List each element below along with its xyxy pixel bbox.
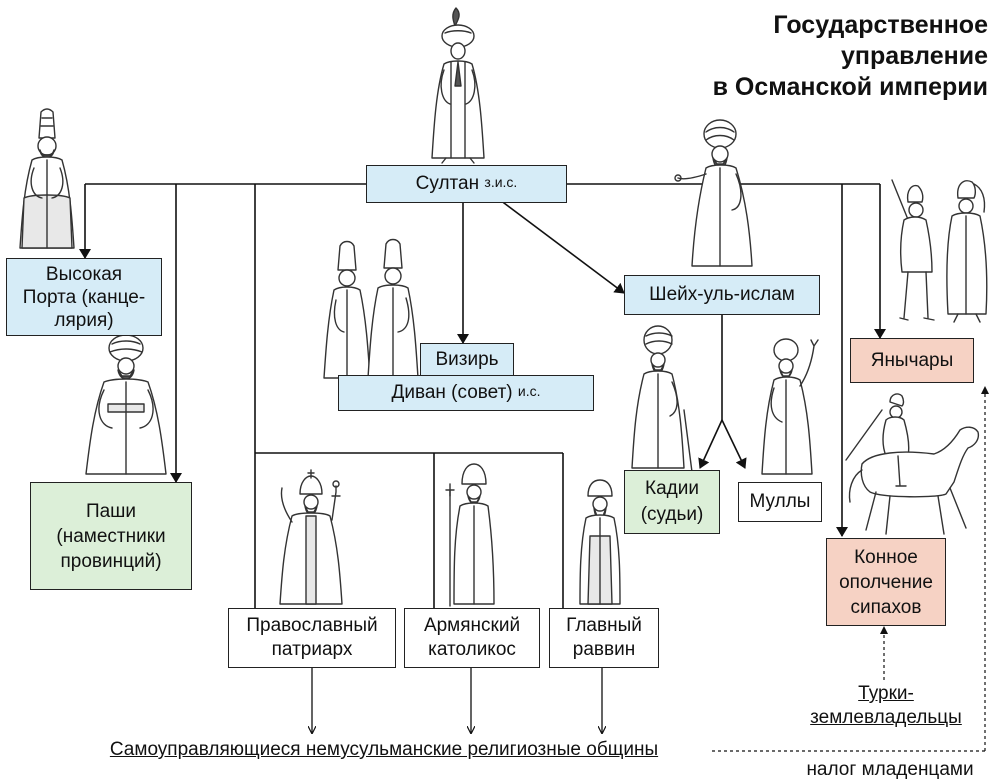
patriarch-figure [270,469,352,610]
yanychary-label: Янычары [870,349,954,371]
katolikos-figure [440,460,506,610]
porta-line-3: лярия) [54,309,114,331]
pashi-line-2: (наместники [56,525,166,547]
patriarch-line-1: Православный [246,615,378,636]
sipahi-line-3: сипахов [850,596,922,618]
porta-box: Высокая Порта (канце- лярия) [6,258,162,336]
communities-label: Самоуправляющиеся немусульманские религи… [109,739,659,760]
patriarch-line-2: патриарх [271,639,353,660]
pashi-line-1: Паши [85,500,137,522]
ravvin-box: Главный раввин [549,608,659,668]
janissaries-figure [888,168,1000,328]
title-line-3: в Османской империи [712,73,988,101]
sipahi-line-2: ополчение [839,571,933,593]
sipahi-line-1: Конное [854,546,918,568]
sultan-mark: з.и.с. [484,174,518,190]
pasha-figure [78,330,174,480]
sipahi-box: Конное ополчение сипахов [826,538,946,626]
diagram-title: Государственное управление в Османской и… [713,10,988,103]
kadii-box: Кадии (судьи) [624,470,720,534]
kadii-line-1: Кадии [645,478,699,499]
vizier-pair-figure [318,238,428,383]
ravvin-line-2: раввин [572,639,636,660]
sheikh-box: Шейх-уль-ислам [624,275,820,315]
vizir-label: Визирь [435,348,499,370]
vizir-box: Визирь [420,343,514,376]
landowners-line-2: землевладельцы [810,707,962,728]
sheikh-label: Шейх-уль-ислам [649,284,795,305]
sultan-figure [418,6,498,166]
pashi-line-3: провинций) [60,550,162,572]
mully-label: Муллы [749,491,811,512]
porta-line-2: Порта (канце- [22,286,146,308]
katolikos-line-1: Армянский [423,615,521,636]
sultan-box: Султан з.и.с. [366,165,567,203]
katolikos-line-2: католикос [428,639,516,660]
rabbi-figure [572,476,628,610]
ravvin-line-1: Главный [566,615,642,636]
title-line-2: управление [840,42,988,70]
yanychary-box: Янычары [850,338,974,383]
sultan-label: Султан [415,173,480,194]
divan-label: Диван (совет) [391,382,513,403]
qadi-figure [624,320,696,475]
horseman-figure [842,390,990,538]
landowners-line-1: Турки- [858,683,914,704]
mullah-figure [756,330,824,480]
porta-official-figure [12,108,82,253]
patriarch-box: Православный патриарх [228,608,396,668]
mully-box: Муллы [738,482,822,522]
sheikh-figure [672,112,762,272]
divan-mark: и.с. [517,383,541,399]
title-line-1: Государственное [773,11,988,39]
pashi-box: Паши (наместники провинций) [30,482,192,590]
landowners-label: Турки- землевладельцы [788,682,984,730]
porta-line-1: Высокая [45,263,123,285]
katolikos-box: Армянский католикос [404,608,540,668]
kadii-line-2: (судьи) [640,504,704,525]
tax-label: налог младенцами [806,759,974,780]
divan-box: Диван (совет) и.с. [338,375,594,411]
